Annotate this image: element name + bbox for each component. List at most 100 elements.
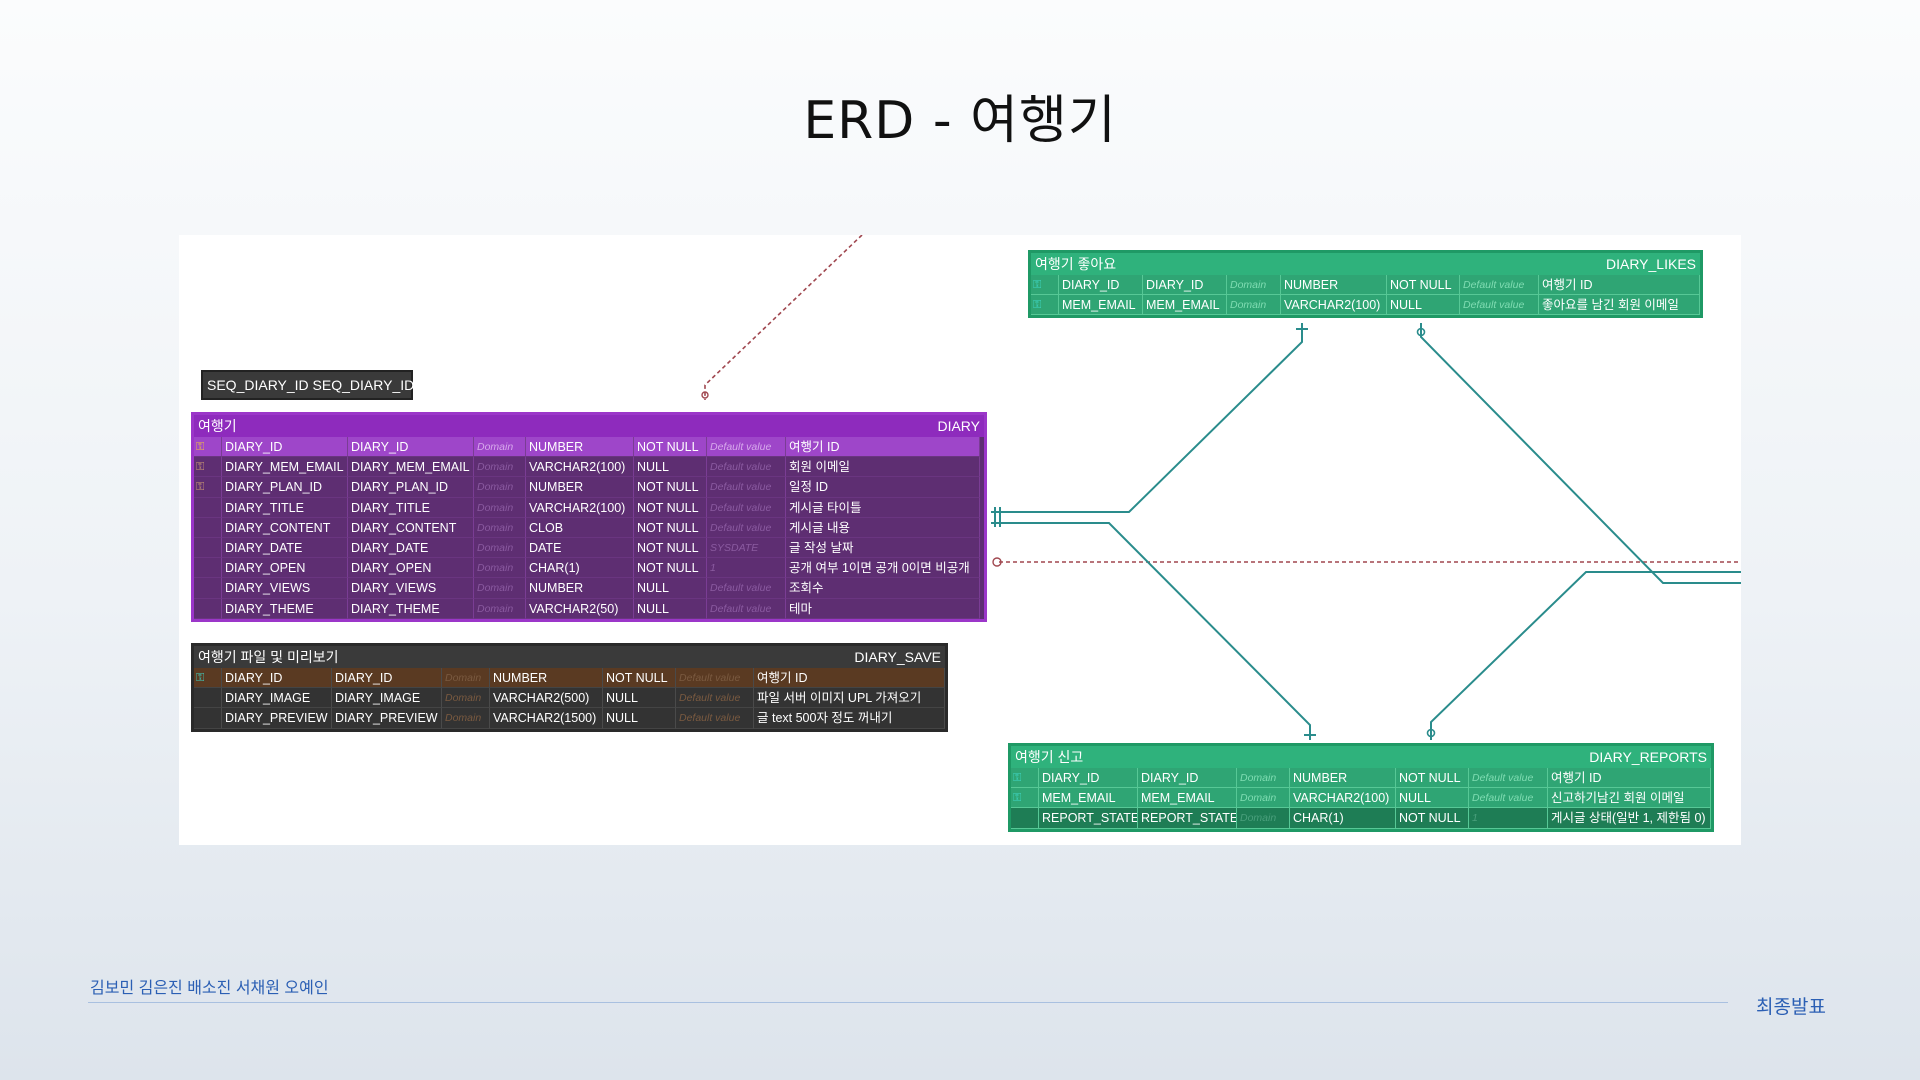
- physical-name-cell: DIARY_MEM_EMAIL: [348, 457, 474, 478]
- data-type-cell: NUMBER: [526, 578, 634, 599]
- relation-line-diary-likes: [991, 323, 1303, 513]
- default-value-cell: Default value: [707, 578, 786, 599]
- physical-name-cell: DIARY_PREVIEW: [332, 708, 442, 729]
- default-value-cell: SYSDATE: [707, 537, 786, 559]
- domain-cell: Domain: [442, 668, 490, 689]
- logical-name-cell: REPORT_STATE: [1039, 808, 1138, 829]
- relation-bar-diary: [994, 507, 1001, 527]
- comment-cell: 게시글 상태(일반 1, 제한됨 0): [1548, 808, 1711, 829]
- physical-name-cell: DIARY_THEME: [348, 598, 474, 619]
- default-value-cell: Default value: [676, 688, 754, 709]
- default-value-cell: Default value: [676, 668, 754, 689]
- key-icon-cell: [194, 598, 222, 619]
- primary-key-icon: ⚿: [196, 441, 205, 453]
- default-value-cell: Default value: [1460, 275, 1539, 296]
- logical-name-cell: DIARY_ID: [222, 668, 332, 689]
- data-type-cell: NUMBER: [490, 668, 603, 689]
- entity-logical-name: 여행기: [198, 418, 237, 434]
- logical-name-cell: DIARY_CONTENT: [222, 517, 348, 538]
- data-type-cell: NUMBER: [526, 477, 634, 498]
- nullable-cell: NULL: [634, 578, 707, 599]
- key-icon-cell: ⚿: [1031, 295, 1059, 316]
- comment-cell: 글 작성 날짜: [786, 537, 980, 559]
- key-icon-cell: ⚿: [1031, 275, 1059, 296]
- logical-name-cell: MEM_EMAIL: [1059, 295, 1143, 316]
- physical-name-cell: DIARY_TITLE: [348, 497, 474, 518]
- data-type-cell: VARCHAR2(50): [526, 598, 634, 619]
- nullable-cell: NULL: [634, 598, 707, 619]
- default-value-cell: Default value: [707, 517, 786, 538]
- primary-foreign-key-icon: ⚿: [1033, 279, 1042, 291]
- footer-team-names: 김보민 김은진 배소진 서채원 오예인: [90, 980, 329, 997]
- default-value-cell: Default value: [707, 477, 786, 498]
- logical-name-cell: DIARY_ID: [222, 437, 348, 458]
- domain-cell: Domain: [1237, 808, 1290, 829]
- nullable-cell: NOT NULL: [634, 517, 707, 538]
- relation-marker-reports: [1426, 728, 1436, 738]
- domain-cell: Domain: [474, 477, 526, 498]
- default-value-cell: Default value: [707, 497, 786, 518]
- primary-foreign-key-icon: ⚿: [1033, 299, 1042, 312]
- domain-cell: Domain: [1237, 788, 1290, 809]
- entity-logical-name: 여행기 파일 및 미리보기: [198, 649, 339, 665]
- logical-name-cell: DIARY_PLAN_ID: [222, 477, 348, 498]
- primary-foreign-key-icon: ⚿: [1013, 792, 1022, 805]
- domain-cell: Domain: [1237, 768, 1290, 789]
- data-type-cell: CHAR(1): [1290, 808, 1396, 829]
- foreign-key-icon: ⚿: [196, 481, 205, 494]
- comment-cell: 파일 서버 이미지 UPL 가져오기: [754, 688, 945, 709]
- nullable-cell: NOT NULL: [634, 477, 707, 498]
- entity-header: 여행기 DIARY: [194, 415, 984, 437]
- default-value-cell: Default value: [707, 437, 786, 458]
- relation-line-diary-reports: [991, 522, 1311, 740]
- entity-header: 여행기 좋아요 DIARY_LIKES: [1031, 253, 1700, 275]
- domain-cell: Domain: [474, 457, 526, 478]
- data-type-cell: VARCHAR2(100): [1290, 788, 1396, 809]
- logical-name-cell: DIARY_THEME: [222, 598, 348, 619]
- key-icon-cell: [194, 517, 222, 538]
- default-value-cell: Default value: [676, 708, 754, 729]
- domain-cell: Domain: [474, 558, 526, 579]
- key-icon-cell: [194, 688, 222, 709]
- entity-logical-name: 여행기 신고: [1015, 749, 1084, 765]
- domain-cell: Domain: [474, 578, 526, 599]
- comment-cell: 글 text 500자 정도 꺼내기: [754, 708, 945, 729]
- nullable-cell: NULL: [603, 688, 676, 709]
- data-type-cell: VARCHAR2(100): [526, 497, 634, 518]
- nullable-cell: NOT NULL: [1387, 275, 1460, 296]
- primary-foreign-key-icon: ⚿: [196, 672, 205, 684]
- relation-line-dashed-top: [704, 235, 863, 400]
- comment-cell: 여행기 ID: [786, 437, 980, 458]
- nullable-cell: NOT NULL: [1396, 808, 1469, 829]
- logical-name-cell: DIARY_ID: [1059, 275, 1143, 296]
- nullable-cell: NOT NULL: [634, 497, 707, 518]
- data-type-cell: DATE: [526, 537, 634, 559]
- sequence-box[interactable]: SEQ_DIARY_ID SEQ_DIARY_ID: [201, 370, 414, 400]
- relationship-lines: [701, 235, 1741, 740]
- default-value-cell: 1: [1469, 808, 1548, 829]
- footer-divider: [88, 1002, 1728, 1003]
- physical-name-cell: DIARY_PLAN_ID: [348, 477, 474, 498]
